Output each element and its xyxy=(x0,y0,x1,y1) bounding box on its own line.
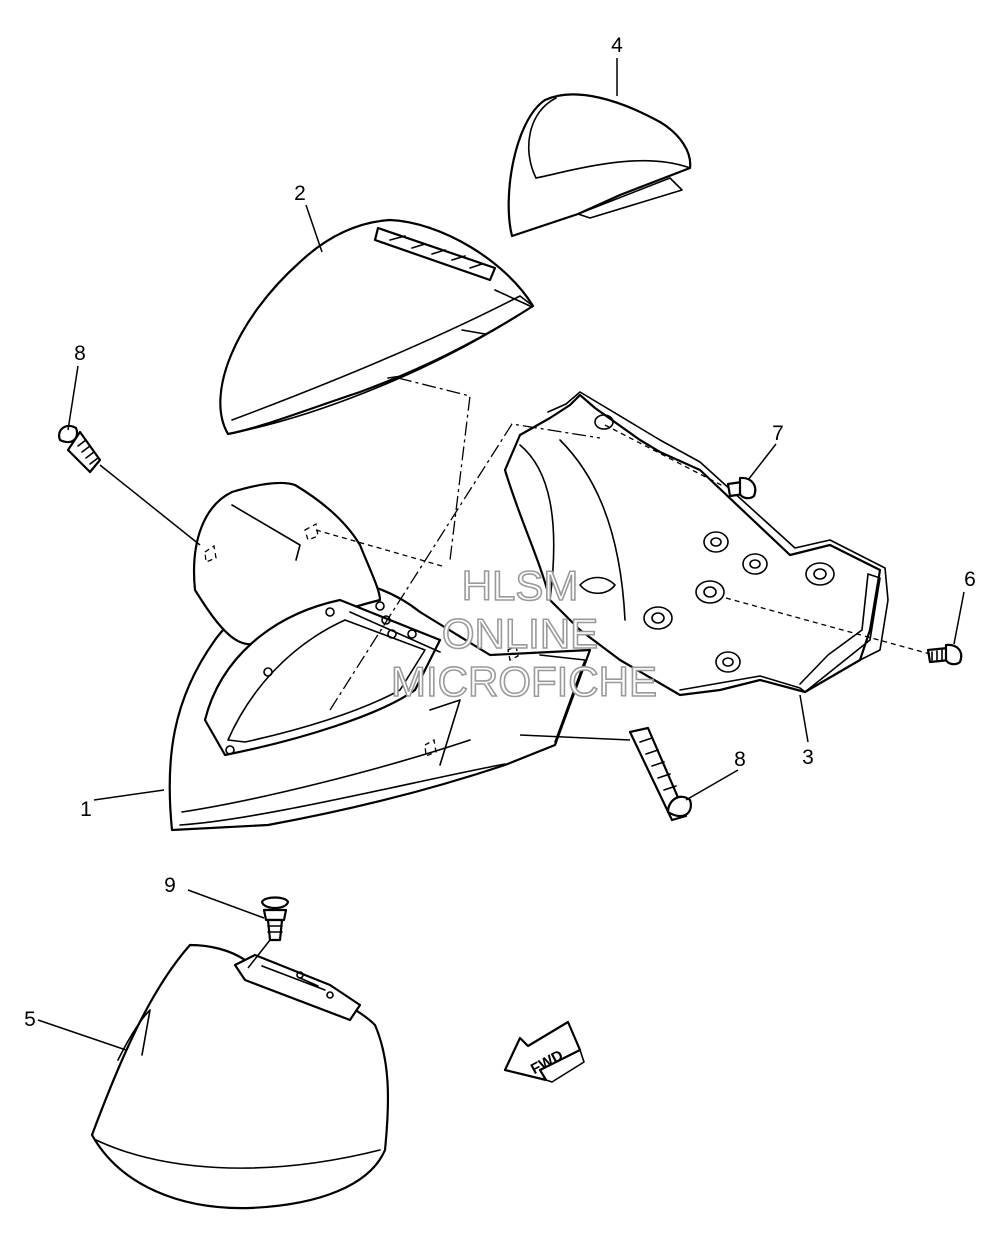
part-2-handlebar-cover[interactable] xyxy=(219,218,535,436)
callout-6: 6 xyxy=(964,568,976,591)
bolt-9[interactable] xyxy=(260,896,290,942)
callout-8-right: 8 xyxy=(734,748,746,771)
bolt-7[interactable] xyxy=(726,476,757,500)
watermark-line-2: ONLINE xyxy=(442,610,598,657)
leader-lines xyxy=(37,58,965,1051)
callout-2: 2 xyxy=(294,182,306,205)
fwd-direction-arrow: FWD xyxy=(503,1020,585,1083)
callout-3: 3 xyxy=(802,746,814,769)
assembly-lines xyxy=(99,377,931,969)
screw-8-right[interactable] xyxy=(628,726,692,822)
screw-8-left[interactable] xyxy=(58,424,102,474)
part-3-rear-cover[interactable] xyxy=(503,391,889,697)
watermark-line-1: HLSM xyxy=(462,562,579,609)
part-1-front-cover[interactable] xyxy=(168,481,592,832)
watermark: HLSM ONLINE MICROFICHE xyxy=(390,561,658,706)
bolt-6[interactable] xyxy=(926,643,963,666)
callout-4: 4 xyxy=(611,34,623,57)
callout-1: 1 xyxy=(80,798,92,821)
callout-5: 5 xyxy=(24,1008,36,1031)
callout-labels: 4 2 8 7 6 3 8 1 9 5 xyxy=(24,34,976,1031)
callout-7: 7 xyxy=(772,422,784,445)
part-5-front-fender[interactable] xyxy=(90,943,390,1210)
part-4-top-cover[interactable] xyxy=(507,93,692,238)
callout-9: 9 xyxy=(164,874,176,897)
callout-8-left: 8 xyxy=(74,342,86,365)
watermark-line-3: MICROFICHE xyxy=(391,658,657,705)
